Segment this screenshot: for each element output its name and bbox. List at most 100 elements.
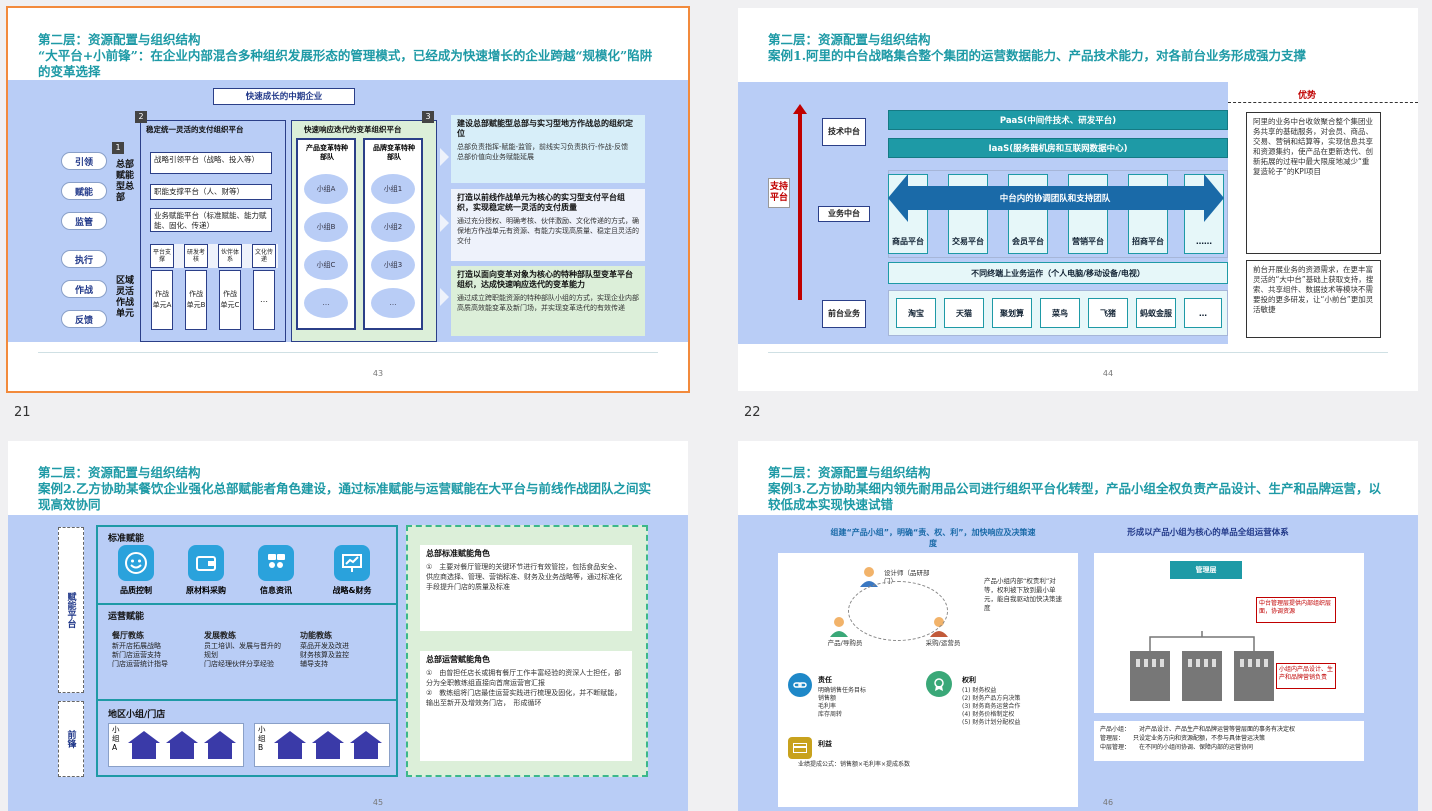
- power-item: (5) 财务计划分配权益: [962, 719, 1021, 726]
- ops-col-3: 功能教练 菜品开发及改进 财务核算及监控 辅导支持: [300, 631, 386, 669]
- arrow-right-icon: [1204, 174, 1224, 222]
- std-label: 品质控制: [120, 586, 152, 595]
- ops-item: 新门店运营支持: [112, 651, 161, 659]
- team-label: 中台内的协调团队和支持团队: [999, 194, 1111, 204]
- front-app: 飞猪: [1088, 298, 1128, 328]
- front-app: 天猫: [944, 298, 984, 328]
- side-label-platform: 赋能平台: [58, 527, 84, 693]
- unit-box-more: …: [253, 270, 275, 330]
- ops-item: 辅导支持: [300, 660, 328, 668]
- team-oval-1: 小组1: [371, 174, 415, 204]
- ops-item: 门店经理伙伴分享经验: [204, 660, 274, 668]
- ops-item: 员工培训、发展与晋升的规划: [204, 642, 281, 659]
- top-label: 快速成长的中期企业: [213, 88, 355, 105]
- iaas-bar: IaaS(服务器机房和互联网数据中心): [888, 138, 1228, 158]
- resp-list: 明确销售任务目标 销售额 毛利率 库存周转: [818, 687, 918, 719]
- advantage-box-2: 前台开展业务的资源需求，在更丰富灵活的“大中台”基础上获取支持，搜索、共享组件、…: [1246, 260, 1381, 338]
- chevron-right-icon: [440, 288, 449, 306]
- std-label: 战略&财务: [332, 586, 372, 595]
- panel-title: 打造以面向变革对象为核心的特种部队型变革平台组织，达成快速响应迭代的变革能力: [457, 270, 633, 289]
- ops-item: 新开店拓展战略: [112, 642, 161, 650]
- role-panel-2: 总部运营赋能角色 ① 由曾担任店长或拥有餐厅工作丰富经验的资深人士担任，部分为全…: [420, 651, 632, 761]
- wallet-icon: [188, 545, 224, 581]
- mgmt-box: 管理层: [1170, 561, 1242, 579]
- std-label: 信息资讯: [260, 586, 292, 595]
- panel-item: 通过成立跨职能资源的特种部队小组的方式，实现企业内部高质高效能变革及新门场，并实…: [457, 294, 639, 312]
- slide-thumbnail-23[interactable]: 第二层：资源配置与组织结构 案例2.乙方协助某餐饮企业强化总部赋能者角色建设，通…: [8, 441, 688, 811]
- unit-box-b: 作战单元B: [185, 270, 207, 330]
- panel-item: ② 教练组将门店最佳运营实践进行梳理及固化，并不断赋能，输出至新开及增效务门店，…: [426, 689, 622, 707]
- power-list: (1) 财务权益 (2) 财务产品方向决策 (3) 财务商务运营合作 (4) 财…: [962, 687, 1072, 727]
- role-seller: 产品/导购员: [827, 639, 863, 647]
- unit-box-c: 作战单元C: [219, 270, 241, 330]
- ops-item: 财务核算及监控: [300, 651, 349, 659]
- notes-box: 产品小组： 对产品设计、产品生产和品牌运营等营层面的事务有决定权 管理层： 只设…: [1094, 721, 1364, 761]
- panel-title: 建设总部赋能型总部与实习型地方作战总的组织定位: [457, 119, 633, 138]
- ops-col-2: 发展教练 员工培训、发展与晋升的规划 门店经理伙伴分享经验: [204, 631, 286, 669]
- arrow-left-icon: [888, 174, 908, 222]
- team-oval-b: 小组B: [304, 212, 348, 242]
- advantage-label: 优势: [1298, 91, 1317, 101]
- badge-3: 3: [422, 111, 434, 123]
- terminal-bar: 不同终端上业务运作（个人电脑/移动设备/电视）: [888, 262, 1228, 284]
- pill-feedback: 反馈: [61, 310, 107, 328]
- footer-rule: [38, 352, 658, 353]
- team-oval-3: 小组3: [371, 250, 415, 280]
- link-icon: [788, 673, 812, 697]
- award-icon: [926, 671, 952, 697]
- presentation-icon: [334, 545, 370, 581]
- footer-rule: [768, 352, 1388, 353]
- col2-title: 稳定统一灵活的支付组织平台: [146, 125, 244, 134]
- note-line: 产品小组： 对产品设计、产品生产和品牌运营等营层面的事务有决定权: [1100, 726, 1296, 733]
- resp-item: 销售额: [818, 695, 837, 702]
- power-item: (4) 财务价格制定权: [962, 711, 1015, 718]
- team-oval-2: 小组2: [371, 212, 415, 242]
- panel-item: 总部价值向业务赋能延展: [457, 153, 534, 161]
- smile-icon: [118, 545, 154, 581]
- red-note-1: 中台管理层提供内部组织层面，协调资源: [1256, 597, 1336, 623]
- front-app: 淘宝: [896, 298, 936, 328]
- right-heading: 形成以产品小组为核心的单品全组运营体系: [1127, 528, 1289, 538]
- slide-number-22: 22: [744, 405, 761, 420]
- left-heading: 组建“产品小组”，明确“责、权、利”，加快响应及决策速度: [830, 528, 1036, 548]
- role-note: 产品小组内部“权责利”对等，权利被下放到最小单元，能自我驱动加快决策速度: [984, 577, 1062, 612]
- resp-item: 毛利率: [818, 703, 837, 710]
- col3-head-b: 品牌变革特种部队: [373, 144, 415, 161]
- front-app: 蚂蚁金服: [1136, 298, 1176, 328]
- group-label-a: 小组A: [112, 725, 120, 752]
- benefit-item: 业绩提成公式：销售额×毛利率×提成系数: [798, 761, 911, 768]
- page-number: 46: [1102, 798, 1114, 807]
- col3-title: 快速响应迭代的变革组织平台: [304, 125, 402, 134]
- paas-bar: PaaS(中间件技术、研发平台): [888, 110, 1228, 130]
- money-icon: [788, 737, 812, 759]
- slide-thumbnail-21[interactable]: 第二层：资源配置与组织结构 “大平台+小前锋”：在企业内部混合多种组织发展形态的…: [6, 6, 690, 393]
- front-app: …: [1184, 298, 1222, 328]
- pill-combat: 作战: [61, 280, 107, 298]
- right-panel-3: 打造以面向变革对象为核心的特种部队型变革平台组织，达成快速响应迭代的变革能力 通…: [451, 266, 645, 336]
- std-title: 标准赋能: [108, 534, 145, 544]
- arrow-up-icon: [793, 104, 807, 114]
- page-number: 45: [372, 798, 384, 807]
- panel-item: ① 主要对餐厅管理的关键环节进行有效管控，包括食品安全、供应商选择、管理、营销标…: [426, 563, 622, 591]
- small-box-1: 平台支撑: [150, 244, 174, 268]
- role-buyer: 采购/运营员: [925, 639, 961, 647]
- role-panel-1: 总部标准赋能角色 ① 主要对餐厅管理的关键环节进行有效管控，包括食品安全、供应商…: [420, 545, 632, 631]
- team-oval-d: …: [304, 288, 348, 318]
- slide-title: 第二层：资源配置与组织结构 “大平台+小前锋”：在企业内部混合多种组织发展形态的…: [38, 32, 653, 79]
- seller-avatar-icon: [828, 615, 850, 637]
- slide-thumbnail-22[interactable]: 第二层：资源配置与组织结构 案例1.阿里的中台战略集合整个集团的运营数据能力、产…: [738, 8, 1418, 391]
- slide-thumbnail-24[interactable]: 第二层：资源配置与组织结构 案例3.乙方协助某细内领先耐用品公司进行组织平台化转…: [738, 441, 1418, 811]
- right-panel-2: 打造以前线作战单元为核心的实习型支付平台组织，实现稳定统一灵活的支付质量 通过充…: [451, 189, 645, 261]
- chevron-right-icon: [440, 214, 449, 232]
- panel-item: 总部负责指挥-赋能-监管，前线实习负责执行-作战-反馈: [457, 143, 629, 151]
- panel-title: 总部标准赋能角色: [426, 549, 490, 558]
- front-app: 菜鸟: [1040, 298, 1080, 328]
- middle-frame: [888, 170, 1228, 258]
- panel-item: ① 由曾担任店长或拥有餐厅工作丰富经验的资深人士担任，部分为全职教练组直接向首席…: [426, 669, 622, 687]
- front-app: 聚划算: [992, 298, 1032, 328]
- pill-empower: 赋能: [61, 182, 107, 200]
- badge-2: 2: [135, 111, 147, 123]
- red-note-2: 小组内产品设计、生产和品牌营销负责: [1276, 663, 1336, 689]
- page-number: 43: [372, 369, 384, 378]
- slide-title: 第二层：资源配置与组织结构 案例1.阿里的中台战略集合整个集团的运营数据能力、产…: [768, 32, 1307, 63]
